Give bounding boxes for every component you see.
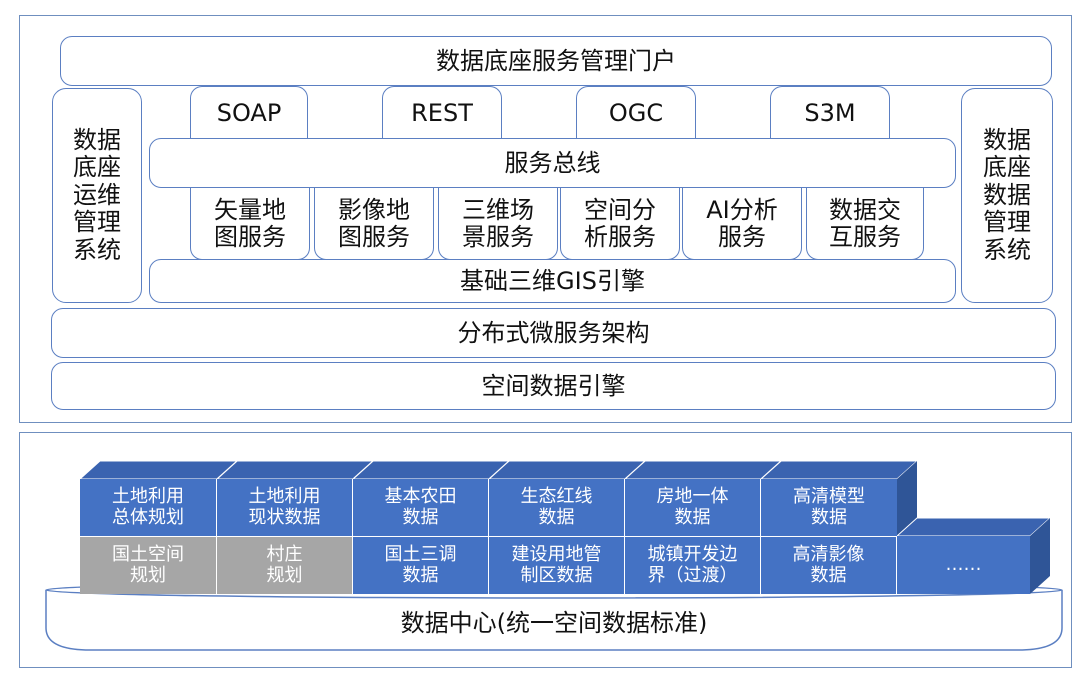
cell-label: 生态红线 数据 [520,485,593,528]
bottom-row-side-face [1030,518,1050,594]
cell-label: 高清模型 数据 [793,485,865,528]
gis-engine-label: 基础三维GIS引擎 [460,266,645,295]
tab-soap-label: SOAP [216,98,282,127]
cell-hd-imagery-data: 高清影像 数据 [761,536,897,594]
cell-label: 高清影像 数据 [792,543,865,586]
tab-rest: REST [382,86,502,138]
cell-ecological-redline-data: 生态红线 数据 [489,479,625,536]
cell-hd-model-data: 高清模型 数据 [761,479,897,536]
portal-box: 数据底座服务管理门户 [60,36,1052,86]
service-imagery-map: 影像地 图服务 [314,188,434,260]
cell-village-plan: 村庄 规划 [217,536,353,594]
cell-current-land-use-data: 土地利用 现状数据 [217,479,353,536]
data-center-label: 数据中心(统一空间数据标准) [400,608,708,637]
service-label: 数据交 互服务 [829,196,901,251]
cell-label: 城镇开发边 界（过渡） [647,543,738,586]
microservice-architecture: 分布式微服务架构 [51,308,1056,358]
gis-engine: 基础三维GIS引擎 [149,259,956,303]
cell-basic-farmland-data: 基本农田 数据 [353,479,489,536]
cell-urban-development-boundary: 城镇开发边 界（过渡） [625,536,761,594]
service-label: 空间分 析服务 [584,196,656,251]
cell-label: 房地一体 数据 [656,485,729,528]
ops-management-system: 数据 底座 运维 管理 系统 [52,88,142,303]
service-label: 矢量地 图服务 [214,196,286,251]
data-management-label: 数据 底座 数据 管理 系统 [983,125,1031,264]
cell-house-land-integration-data: 房地一体 数据 [625,479,761,536]
service-label: 影像地 图服务 [338,196,410,251]
microservice-label: 分布式微服务架构 [457,318,650,347]
spatial-data-engine: 空间数据引擎 [51,362,1056,410]
cell-label: 建设用地管 制区数据 [511,543,602,586]
tab-s3m-label: S3M [804,98,856,127]
cell-label: 土地利用 总体规划 [112,485,184,528]
tab-ogc: OGC [576,86,696,138]
cell-label: 村庄 规划 [266,543,303,586]
cell-territorial-spatial-plan: 国土空间 规划 [80,536,217,594]
cell-overall-land-use-plan: 土地利用 总体规划 [80,479,217,536]
cell-label: …… [945,553,982,575]
cell-label: 土地利用 现状数据 [248,485,321,528]
ops-management-label: 数据 底座 运维 管理 系统 [73,125,121,264]
cell-label: 国土三调 数据 [384,543,457,586]
cell-label: 国土空间 规划 [112,543,184,586]
service-label: AI分析 服务 [706,196,778,251]
data-center-disc [45,590,1063,651]
service-bus: 服务总线 [149,138,956,188]
service-bus-label: 服务总线 [504,148,601,177]
service-data-exchange: 数据交 互服务 [806,188,924,260]
ext-cell-top-face [895,517,1052,537]
portal-label: 数据底座服务管理门户 [436,46,676,75]
cell-more-ellipsis: …… [897,536,1030,594]
cell-third-survey-data: 国土三调 数据 [353,536,489,594]
cell-construction-land-control-data: 建设用地管 制区数据 [489,536,625,594]
spatial-engine-label: 空间数据引擎 [481,371,626,400]
tab-rest-label: REST [411,98,473,127]
tab-soap: SOAP [190,86,308,138]
service-vector-map: 矢量地 图服务 [190,188,310,260]
top-row-side-face [897,461,917,536]
service-label: 三维场 景服务 [462,196,534,251]
cell-label: 基本农田 数据 [384,485,457,528]
tab-ogc-label: OGC [608,98,664,127]
top-face-grid [216,460,782,480]
data-center-label-wrap: 数据中心(统一空间数据标准) [46,598,1062,642]
data-management-system: 数据 底座 数据 管理 系统 [961,88,1053,303]
tab-s3m: S3M [770,86,890,138]
service-3d-scene: 三维场 景服务 [438,188,558,260]
